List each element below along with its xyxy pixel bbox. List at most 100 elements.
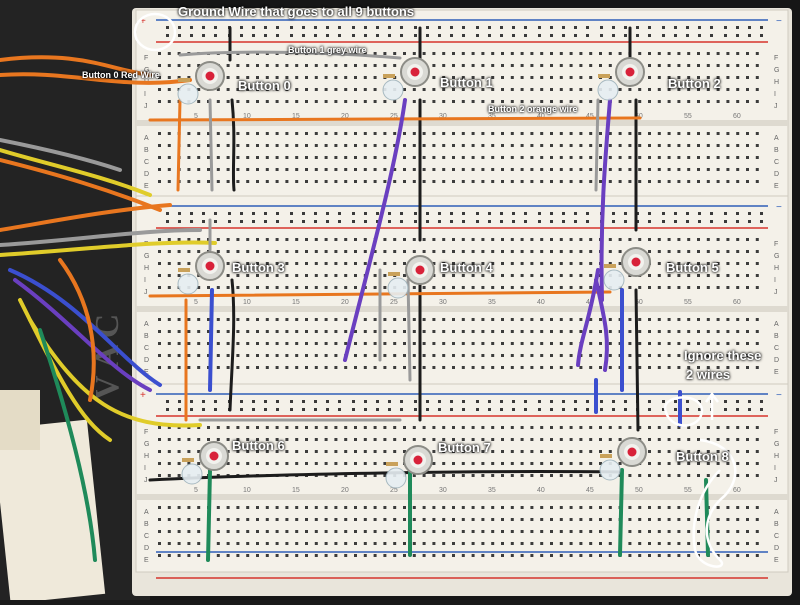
rail-hole <box>202 26 205 29</box>
terminal-hole <box>520 180 524 183</box>
terminal-hole <box>648 100 651 103</box>
terminal-hole <box>530 438 534 441</box>
terminal-hole <box>334 144 338 147</box>
rail-hole <box>326 408 329 411</box>
rail-hole <box>240 408 243 411</box>
terminal-hole <box>530 52 534 55</box>
rail-hole <box>500 220 503 223</box>
terminal-hole <box>667 286 671 289</box>
terminal-hole <box>432 52 436 55</box>
terminal-hole <box>295 144 299 147</box>
terminal-hole <box>579 262 583 265</box>
row-letter: B <box>144 333 149 340</box>
terminal-hole <box>589 542 593 545</box>
terminal-hole <box>216 506 220 509</box>
terminal-hole <box>599 144 602 147</box>
terminal-hole <box>746 156 749 159</box>
terminal-hole <box>246 180 250 183</box>
terminal-hole <box>501 474 504 477</box>
terminal-hole <box>422 100 426 103</box>
terminal-hole <box>207 354 210 357</box>
green-wire <box>618 468 624 557</box>
terminal-hole <box>393 144 397 147</box>
terminal-hole <box>354 330 357 333</box>
terminal-hole <box>677 250 681 253</box>
terminal-hole <box>746 366 749 369</box>
terminal-hole <box>354 542 357 545</box>
terminal-hole <box>755 286 759 289</box>
terminal-hole <box>167 238 171 241</box>
rail-hole <box>748 26 751 29</box>
terminal-hole <box>373 274 377 277</box>
terminal-hole <box>746 554 749 557</box>
terminal-hole <box>265 262 269 265</box>
terminal-hole <box>314 554 318 557</box>
rail-plus-mark: + <box>140 390 146 401</box>
terminal-hole <box>334 474 338 477</box>
terminal-hole <box>491 506 495 509</box>
terminal-hole <box>236 554 240 557</box>
ground-black-wire <box>230 98 236 192</box>
terminal-hole <box>530 474 534 477</box>
terminal-hole <box>657 250 661 253</box>
terminal-hole <box>442 52 446 55</box>
terminal-hole <box>432 518 436 521</box>
terminal-hole <box>608 354 612 357</box>
terminal-hole <box>158 518 161 521</box>
terminal-hole <box>158 250 161 253</box>
terminal-hole <box>275 238 279 241</box>
terminal-hole <box>491 168 495 171</box>
terminal-hole <box>736 144 740 147</box>
terminal-hole <box>697 318 700 321</box>
terminal-hole <box>236 330 240 333</box>
terminal-hole <box>442 542 446 545</box>
terminal-hole <box>677 366 681 369</box>
terminal-hole <box>736 64 740 67</box>
terminal-hole <box>657 168 661 171</box>
terminal-hole <box>618 262 622 265</box>
terminal-hole <box>216 438 220 441</box>
terminal-hole <box>412 180 416 183</box>
terminal-hole <box>285 426 289 429</box>
terminal-hole <box>314 506 318 509</box>
terminal-hole <box>520 354 524 357</box>
row-letter: D <box>144 545 149 552</box>
terminal-hole <box>638 318 642 321</box>
terminal-hole <box>236 144 240 147</box>
terminal-hole <box>354 274 357 277</box>
rail-hole <box>240 34 243 37</box>
terminal-hole <box>697 354 700 357</box>
rail-hole <box>388 34 391 37</box>
terminal-hole <box>687 144 691 147</box>
terminal-hole <box>432 144 436 147</box>
terminal-hole <box>354 88 357 91</box>
terminal-hole <box>383 506 387 509</box>
terminal-hole <box>540 554 544 557</box>
terminal-hole <box>158 144 161 147</box>
terminal-hole <box>657 132 661 135</box>
terminal-hole <box>324 64 328 67</box>
rail-hole <box>674 220 677 223</box>
terminal-hole <box>177 506 181 509</box>
terminal-hole <box>608 366 612 369</box>
terminal-hole <box>403 180 406 183</box>
terminal-hole <box>540 438 544 441</box>
terminal-hole <box>697 156 700 159</box>
rail-hole <box>538 408 541 411</box>
terminal-hole <box>540 144 544 147</box>
terminal-hole <box>226 76 230 79</box>
terminal-hole <box>579 274 583 277</box>
button-7 <box>385 445 433 489</box>
rail-hole <box>202 212 205 215</box>
terminal-hole <box>657 88 661 91</box>
terminal-hole <box>530 64 534 67</box>
terminal-hole <box>167 426 171 429</box>
terminal-hole <box>373 100 377 103</box>
terminal-hole <box>510 250 514 253</box>
terminal-hole <box>540 518 544 521</box>
terminal-hole <box>295 542 299 545</box>
terminal-hole <box>755 274 759 277</box>
terminal-hole <box>648 330 651 333</box>
terminal-hole <box>697 238 700 241</box>
terminal-hole <box>158 238 161 241</box>
